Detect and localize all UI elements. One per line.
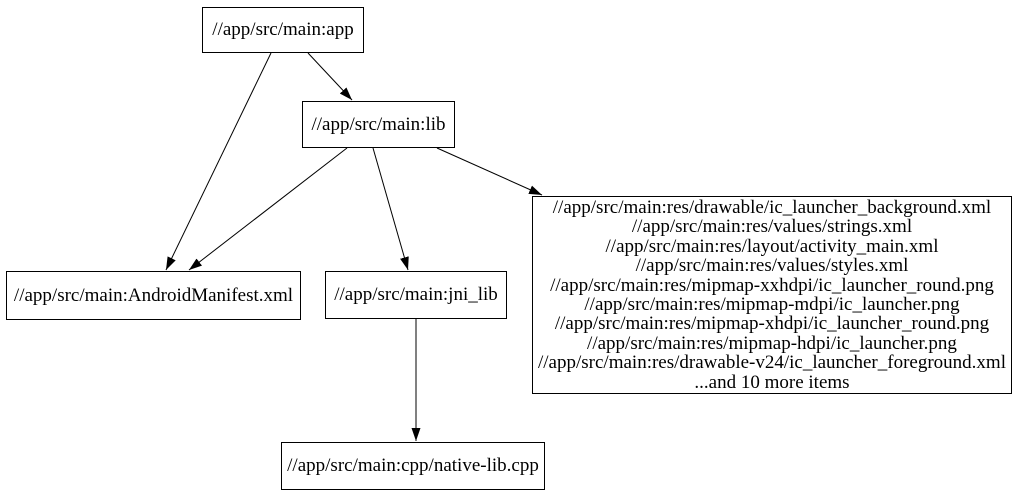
node-android-manifest: //app/src/main:AndroidManifest.xml bbox=[6, 271, 301, 320]
res-file-item: //app/src/main:res/mipmap-mdpi/ic_launch… bbox=[584, 294, 960, 315]
edge-lib-to-jni-lib bbox=[372, 147, 409, 271]
res-file-item: //app/src/main:res/layout/activity_main.… bbox=[605, 235, 939, 257]
node-jni-lib-label: //app/src/main:jni_lib bbox=[334, 284, 498, 305]
node-lib: //app/src/main:lib bbox=[302, 101, 455, 148]
edge-lib-to-res-files bbox=[436, 147, 543, 196]
res-file-item: //app/src/main:res/values/strings.xml bbox=[631, 216, 913, 238]
res-file-item: //app/src/main:res/values/styles.xml bbox=[635, 255, 909, 277]
res-file-item: //app/src/main:res/mipmap-xhdpi/ic_launc… bbox=[554, 313, 990, 335]
node-res-files: //app/src/main:res/drawable/ic_launcher_… bbox=[532, 196, 1012, 394]
node-lib-label: //app/src/main:lib bbox=[311, 113, 446, 135]
node-app: //app/src/main:app bbox=[202, 7, 364, 53]
node-native-lib-cpp: //app/src/main:cpp/native-lib.cpp bbox=[281, 442, 545, 490]
node-android-manifest-label: //app/src/main:AndroidManifest.xml bbox=[13, 284, 294, 306]
res-file-item: //app/src/main:res/mipmap-xxhdpi/ic_laun… bbox=[550, 274, 994, 296]
edge-app-to-android-manifest bbox=[165, 52, 272, 271]
res-file-item: //app/src/main:res/mipmap-hdpi/ic_launch… bbox=[587, 332, 957, 354]
res-file-item: //app/src/main:res/drawable-v24/ic_launc… bbox=[538, 352, 1006, 374]
res-more-items-note: ...and 10 more items bbox=[694, 371, 850, 393]
edge-app-to-lib bbox=[307, 52, 353, 101]
node-native-lib-cpp-label: //app/src/main:cpp/native-lib.cpp bbox=[287, 455, 539, 476]
node-jni-lib: //app/src/main:jni_lib bbox=[325, 271, 507, 319]
res-file-item: //app/src/main:res/drawable/ic_launcher_… bbox=[552, 196, 992, 218]
edge-lib-to-android-manifest bbox=[188, 147, 348, 271]
node-app-label: //app/src/main:app bbox=[212, 19, 354, 40]
